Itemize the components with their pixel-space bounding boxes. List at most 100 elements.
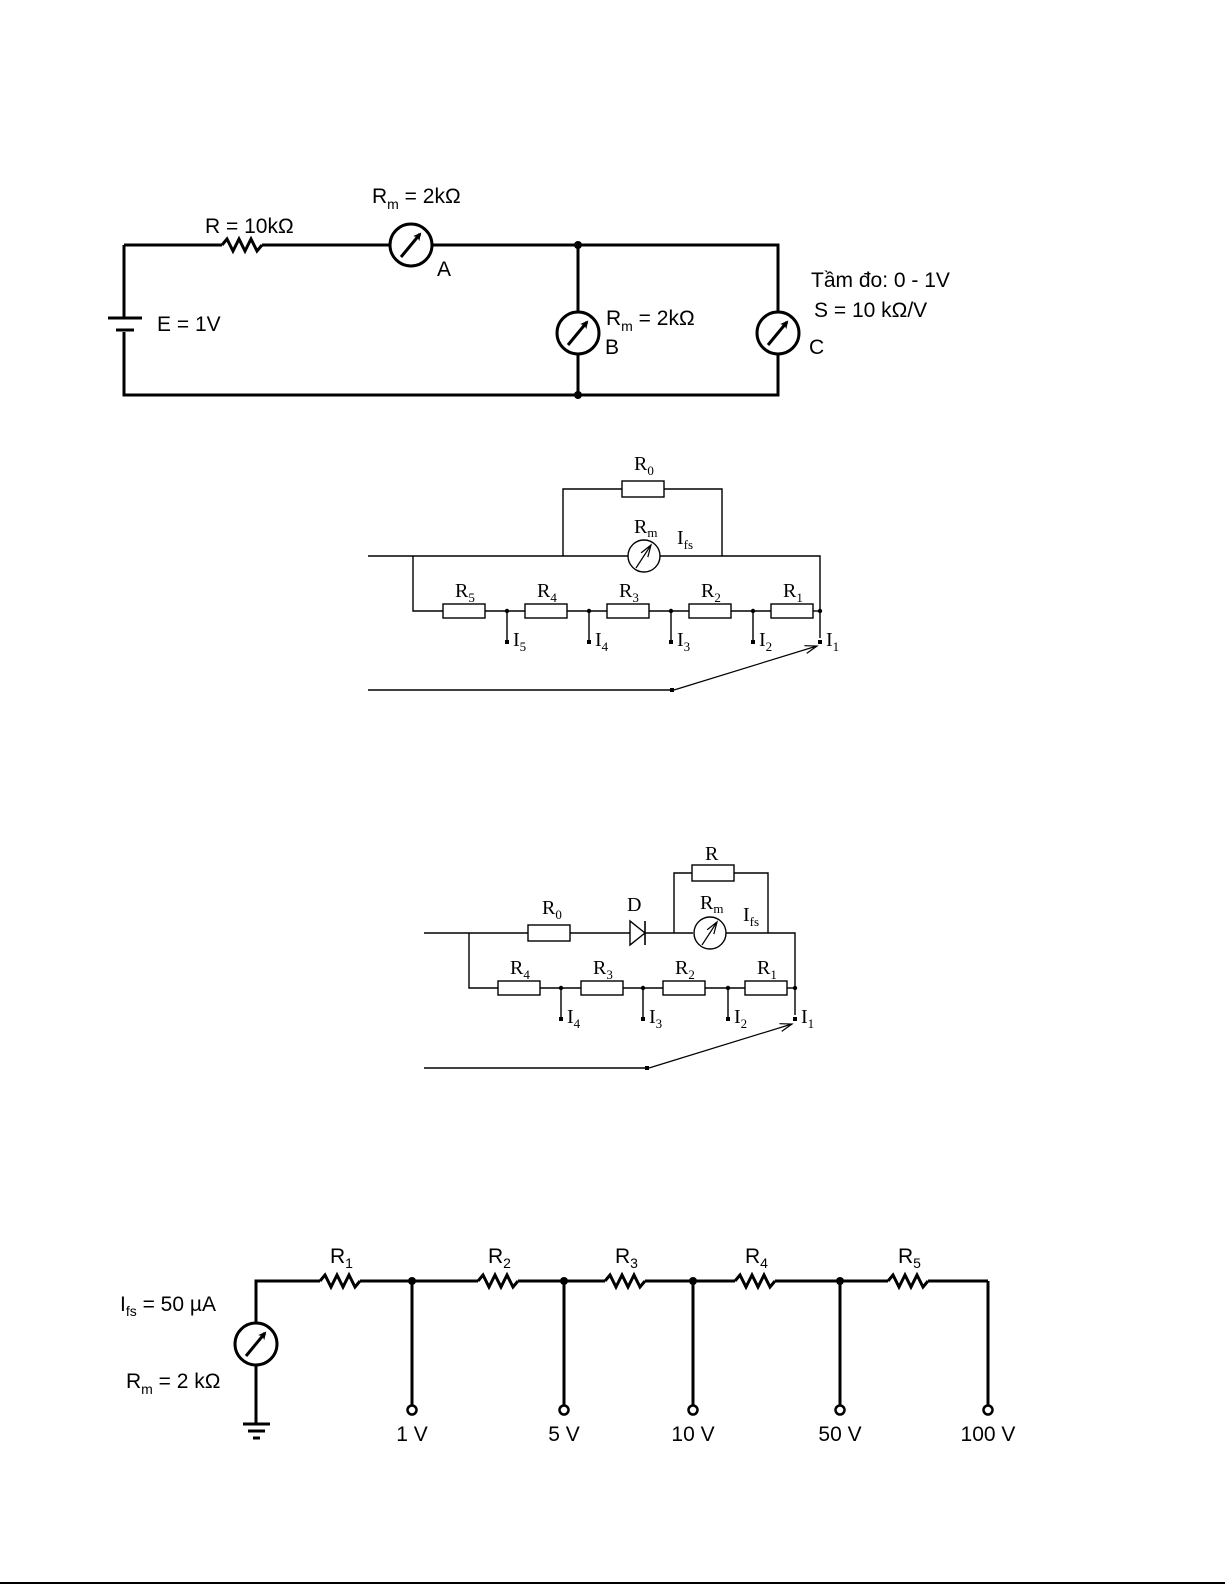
selector-switch-arm[interactable]	[649, 1024, 792, 1068]
range-terminal[interactable]	[408, 1406, 417, 1415]
resistor-label: R4	[537, 580, 557, 605]
resistor-label: R3	[619, 580, 639, 605]
switch-pivot	[670, 688, 674, 692]
resistor-2	[663, 981, 705, 995]
ground-icon	[243, 1424, 270, 1438]
tap-label: I5	[513, 629, 526, 654]
circuit-1-meter-comparison: R = 10kΩ Rm = 2kΩ A E = 1V Rm = 2kΩ B C …	[108, 185, 950, 399]
wire	[469, 933, 498, 988]
resistor-2	[689, 604, 731, 618]
tap-label: I1	[826, 629, 839, 654]
tap-terminal-2[interactable]	[751, 640, 755, 644]
resistor-label: R = 10kΩ	[205, 215, 294, 238]
r0-label: R0	[542, 897, 562, 922]
tap-terminal-3[interactable]	[669, 640, 673, 644]
wire	[433, 245, 778, 311]
range-label: 5 V	[548, 1423, 580, 1446]
rm-label: Rm	[634, 516, 657, 540]
range-terminal[interactable]	[836, 1406, 845, 1415]
range-label: 50 V	[818, 1423, 861, 1446]
tap-label: I4	[595, 629, 609, 654]
junction-dot	[818, 609, 822, 613]
r-label: R	[705, 843, 719, 865]
resistor-4	[498, 981, 540, 995]
tap-terminal-2[interactable]	[726, 1017, 730, 1021]
resistor-2	[478, 1275, 518, 1287]
selector-switch-arm[interactable]	[674, 646, 817, 690]
resistor-1	[745, 981, 787, 995]
resistor-label: R4	[510, 957, 530, 982]
tap-terminal-4[interactable]	[559, 1017, 563, 1021]
resistor-3	[607, 604, 649, 618]
meter-rm-icon	[628, 540, 660, 572]
tap-label: I3	[677, 629, 690, 654]
resistor-label: R5	[898, 1245, 921, 1271]
tap-terminal-4[interactable]	[587, 640, 591, 644]
tap-terminal-5[interactable]	[505, 640, 509, 644]
ifs-label: Ifs	[743, 904, 759, 929]
rm-label: Rm = 2 kΩ	[126, 1370, 221, 1397]
resistor-label: R2	[675, 957, 695, 982]
meter-c-sensitivity: S = 10 kΩ/V	[814, 299, 927, 322]
resistor-5	[443, 604, 485, 618]
resistor-3	[581, 981, 623, 995]
meter-b-rm-label: Rm = 2kΩ	[606, 307, 695, 334]
range-terminal[interactable]	[689, 1406, 698, 1415]
range-terminal[interactable]	[984, 1406, 993, 1415]
meter-rm-icon	[694, 917, 726, 949]
resistor-1	[771, 604, 813, 618]
diode-icon	[630, 921, 645, 945]
diode-label: D	[627, 894, 641, 916]
rm-label: Rm	[700, 892, 723, 916]
resistor-label: R3	[593, 957, 613, 982]
page-bottom-border	[0, 1582, 1225, 1584]
tap-terminal-1[interactable]	[793, 1017, 797, 1021]
meter-c-range: Tầm đo: 0 - 1V	[811, 269, 950, 292]
tap-label: I2	[759, 629, 772, 654]
meter-c-name: C	[809, 336, 824, 359]
range-terminal[interactable]	[560, 1406, 569, 1415]
junction-dot	[574, 391, 582, 399]
tap-label: I3	[649, 1006, 662, 1031]
tap-terminal-3[interactable]	[641, 1017, 645, 1021]
source-label: E = 1V	[157, 313, 221, 336]
range-label: 1 V	[396, 1423, 428, 1446]
meter-a-rm-label: Rm = 2kΩ	[372, 185, 461, 212]
resistor-4	[525, 604, 567, 618]
resistor-label: R1	[783, 580, 803, 605]
meter-a-icon	[390, 224, 432, 266]
resistor-r	[692, 865, 734, 881]
resistor-4	[735, 1275, 775, 1287]
junction-dot	[574, 241, 582, 249]
tap-label: I4	[567, 1006, 581, 1031]
ifs-label: Ifs	[677, 527, 693, 552]
resistor-label: R5	[455, 580, 475, 605]
resistor-label: R3	[615, 1245, 638, 1271]
meter-b-icon	[557, 312, 599, 354]
r0-label: R0	[634, 453, 654, 478]
resistor-label: R1	[330, 1245, 353, 1271]
tap-label: I2	[734, 1006, 747, 1031]
meter-a-name: A	[437, 258, 451, 281]
resistor-label: R2	[488, 1245, 511, 1271]
wire	[124, 332, 778, 395]
resistor-3	[605, 1275, 645, 1287]
tap-terminal-1[interactable]	[818, 640, 822, 644]
resistor-1	[320, 1275, 360, 1287]
resistor-5	[888, 1275, 928, 1287]
switch-pivot	[645, 1066, 649, 1070]
tap-label: I1	[801, 1006, 814, 1031]
resistor-symbol	[222, 239, 262, 251]
wire	[256, 1281, 320, 1322]
resistor-r0	[528, 925, 570, 941]
meter-b-name: B	[605, 336, 619, 359]
meter-icon	[235, 1323, 277, 1365]
resistor-label: R4	[745, 1245, 768, 1271]
meter-c-icon	[757, 312, 799, 354]
